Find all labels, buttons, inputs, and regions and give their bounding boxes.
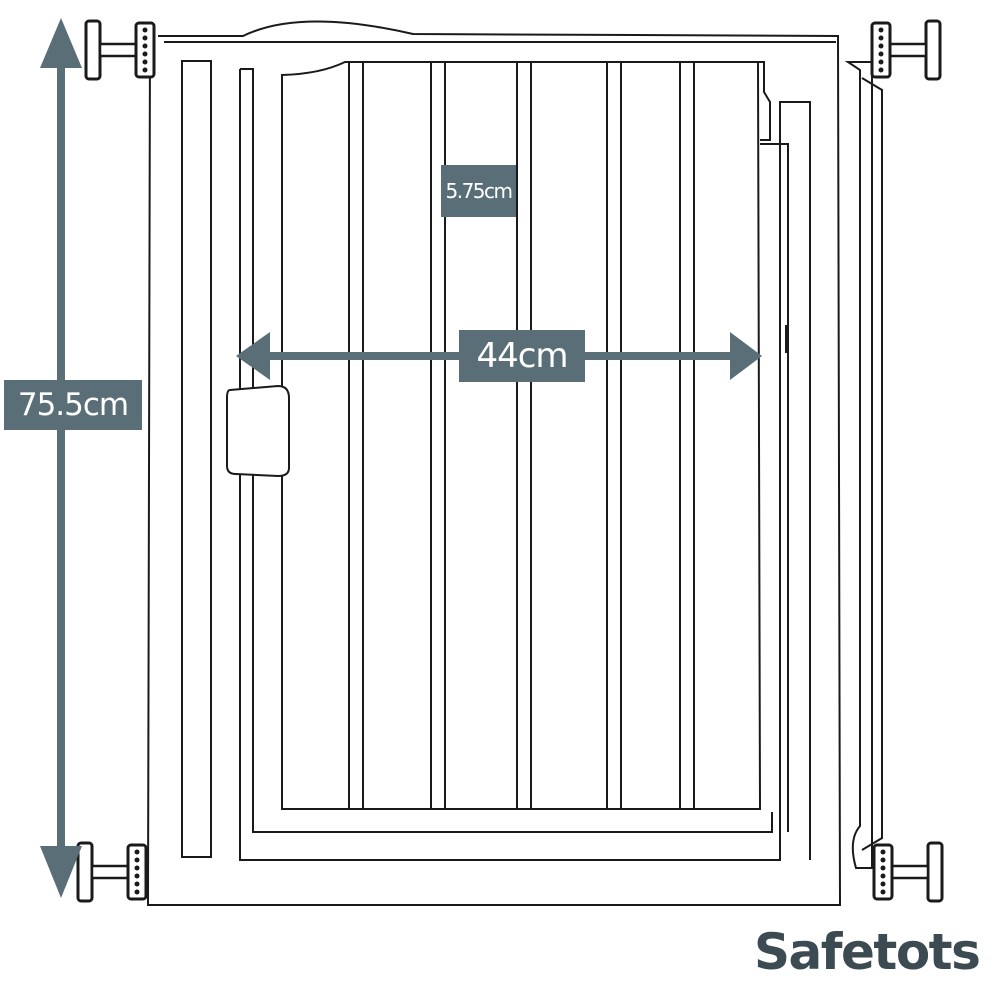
brand-logo: Safetots [754,923,981,981]
gate-bars [348,61,695,810]
gate-frame [146,20,883,906]
height-dimension-label: 75.5cm [4,380,142,430]
gate-door-panel [281,61,789,832]
latch-slot [785,325,788,353]
gate-handle [226,384,290,478]
pressure-knob-bottom-right [872,841,944,903]
width-dimension-label: 44cm [459,330,585,382]
pressure-knob-top-left [84,19,156,81]
pressure-knob-top-right [870,19,942,81]
bar-spacing-label: 5.75cm [441,165,516,217]
height-dimension-arrow [40,18,82,898]
pressure-knob-bottom-left [76,841,148,903]
